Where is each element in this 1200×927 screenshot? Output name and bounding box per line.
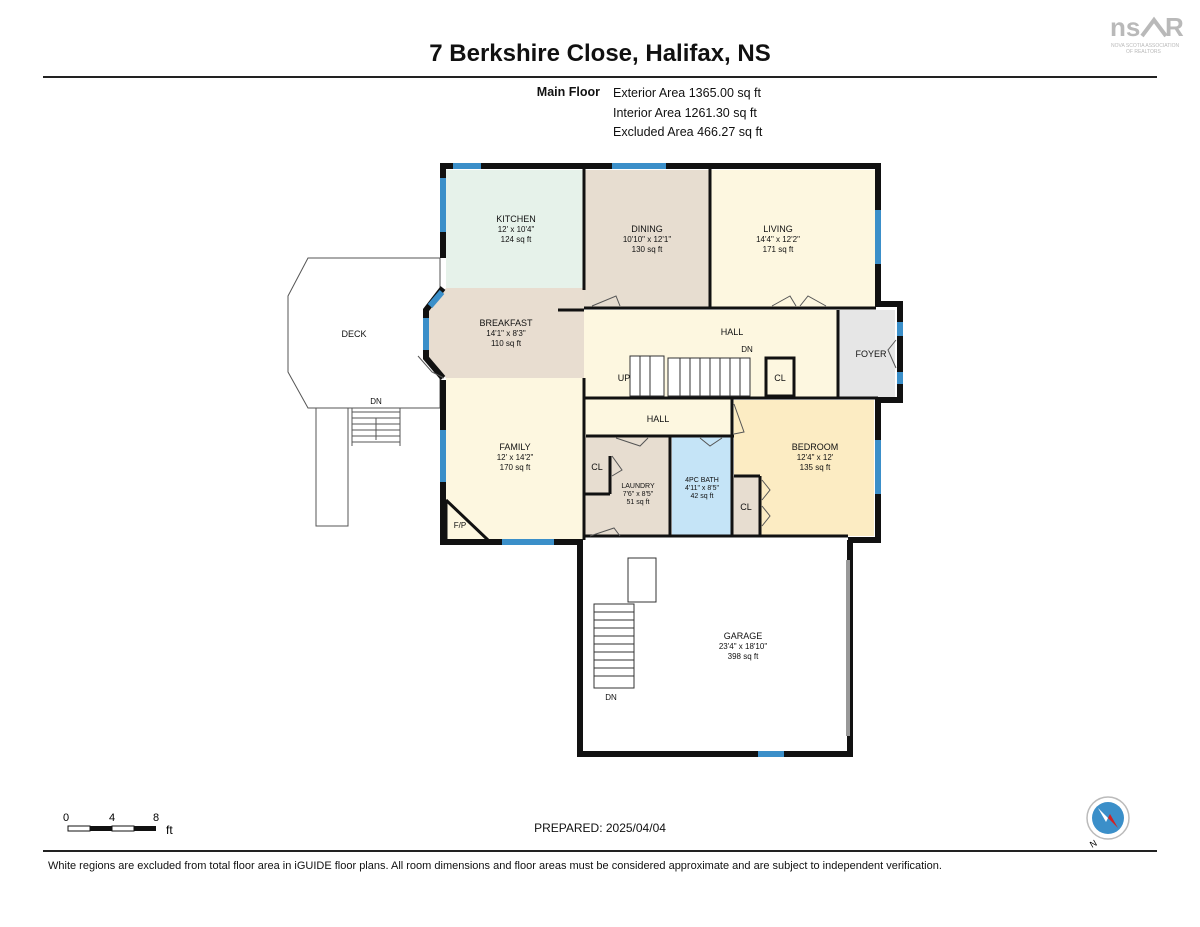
bath-area: 42 sq ft — [691, 493, 714, 500]
garage-dn-label: DN — [605, 693, 617, 702]
scale-unit: ft — [166, 823, 173, 837]
laundry-area: 51 sq ft — [627, 499, 650, 506]
garage-dims: 23'4" x 18'10" — [719, 642, 767, 651]
family-fill — [446, 378, 584, 540]
garage-area: 398 sq ft — [728, 652, 759, 661]
family-dims: 12' x 14'2" — [497, 453, 534, 462]
family-name: FAMILY — [499, 442, 530, 452]
deck-label: DECK — [341, 329, 366, 339]
living-area: 171 sq ft — [763, 245, 794, 254]
bedroom-area: 135 sq ft — [800, 463, 831, 472]
scale-tick-4: 4 — [109, 812, 115, 824]
svg-text:ns: ns — [1110, 12, 1140, 42]
svg-text:R: R — [1165, 12, 1184, 42]
garage-name: GARAGE — [724, 631, 763, 641]
hall-label: HALL — [721, 327, 744, 337]
bath-name: 4PC BATH — [685, 477, 719, 484]
family-area: 170 sq ft — [500, 463, 531, 472]
dining-area: 130 sq ft — [632, 245, 663, 254]
floor-label: Main Floor — [536, 85, 600, 99]
laundry-closet-label: CL — [591, 462, 603, 472]
hall-closet-label: CL — [774, 373, 786, 383]
exterior-area: Exterior Area 1365.00 sq ft — [613, 86, 762, 100]
laundry-name: LAUNDRY — [621, 483, 655, 490]
realtor-logo: ns R NOVA SCOTIA ASSOCIATION OF REALTORS — [1108, 10, 1188, 56]
deck-dn-label: DN — [370, 397, 382, 406]
bedroom-name: BEDROOM — [792, 442, 839, 452]
bath-fill — [672, 436, 732, 536]
hall-lower-fill — [584, 398, 734, 436]
breakfast-fill — [426, 288, 584, 378]
header-divider — [43, 76, 1157, 78]
bath-dims: 4'11" x 8'5" — [685, 485, 719, 492]
breakfast-dims: 14'1" x 8'3" — [486, 329, 526, 338]
bedroom-dims: 12'4" x 12' — [797, 453, 834, 462]
svg-text:NOVA SCOTIA ASSOCIATION: NOVA SCOTIA ASSOCIATION — [1111, 43, 1180, 49]
foyer-label: FOYER — [855, 349, 887, 359]
disclaimer: White regions are excluded from total fl… — [48, 860, 942, 872]
scale-tick-0: 0 — [63, 812, 69, 824]
dining-name: DINING — [631, 224, 663, 234]
interior-area: Interior Area 1261.30 sq ft — [613, 106, 757, 120]
hall-lower-label: HALL — [647, 414, 670, 424]
kitchen-area: 124 sq ft — [501, 235, 532, 244]
dining-fill — [584, 170, 710, 308]
bedroom-closet-fill — [732, 476, 760, 536]
foyer-fill — [838, 310, 895, 398]
page-title: 7 Berkshire Close, Halifax, NS — [429, 40, 771, 67]
up-label: UP — [618, 373, 631, 383]
bedroom-closet-label: CL — [740, 502, 752, 512]
scale-tick-8: 8 — [153, 812, 159, 824]
laundry-closet-fill — [584, 456, 610, 494]
excluded-area: Excluded Area 466.27 sq ft — [613, 125, 763, 139]
kitchen-name: KITCHEN — [496, 214, 536, 224]
svg-text:OF REALTORS: OF REALTORS — [1126, 49, 1161, 55]
breakfast-area: 110 sq ft — [491, 339, 522, 348]
living-dims: 14'4" x 12'2" — [756, 235, 800, 244]
fireplace-label: F/P — [454, 521, 466, 530]
living-fill — [710, 170, 875, 308]
laundry-dims: 7'6" x 8'5" — [623, 491, 654, 498]
breakfast-name: BREAKFAST — [479, 318, 533, 328]
kitchen-fill — [446, 170, 584, 288]
living-name: LIVING — [763, 224, 793, 234]
compass-icon: N — [1082, 796, 1132, 852]
stair-dn-label: DN — [741, 345, 753, 354]
compass-north-label: N — [1088, 838, 1099, 850]
scale-bar: 0 4 8 ft — [62, 810, 192, 840]
prepared-date: PREPARED: 2025/04/04 — [534, 821, 666, 835]
footer-divider — [43, 850, 1157, 852]
interior-walls — [444, 168, 878, 542]
stairs — [593, 355, 751, 689]
dining-dims: 10'10" x 12'1" — [623, 235, 671, 244]
windows — [423, 163, 903, 757]
door-swings — [417, 295, 897, 537]
deck — [287, 257, 441, 527]
kitchen-dims: 12' x 10'4" — [498, 225, 535, 234]
